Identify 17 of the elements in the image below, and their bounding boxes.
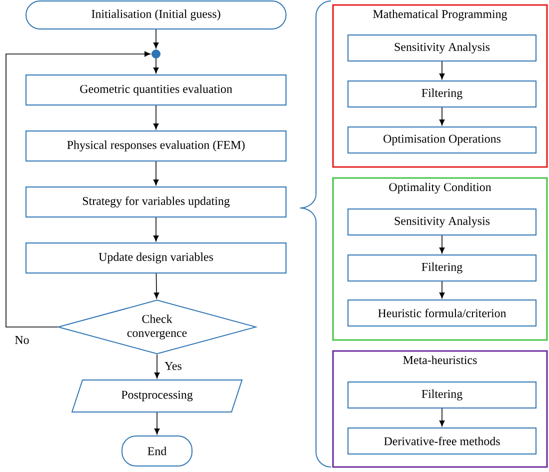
process-box: Strategy for variables updating [26, 186, 286, 218]
terminal-box: End [122, 436, 192, 466]
process-box: Physical responses evaluation (FEM) [26, 130, 286, 162]
process-box: Geometric quantities evaluation [26, 74, 286, 106]
terminal-box: Initialisation (Initial guess) [26, 0, 286, 30]
process-box: Update design variables [26, 242, 286, 274]
process-box: Filtering [348, 80, 536, 108]
process-box: Sensitivity Analysis [348, 208, 536, 236]
process-box: Filtering [348, 382, 536, 408]
junction-dot [152, 50, 160, 58]
process-box: Optimisation Operations [348, 126, 536, 154]
process-box: Sensitivity Analysis [348, 34, 536, 62]
process-box: Derivative-free methods [348, 428, 536, 454]
process-box: Heuristic formula/criterion [348, 300, 536, 326]
edge-label: No [15, 336, 29, 344]
edge-label: Yes [164, 362, 182, 370]
process-box: Filtering [348, 254, 536, 282]
